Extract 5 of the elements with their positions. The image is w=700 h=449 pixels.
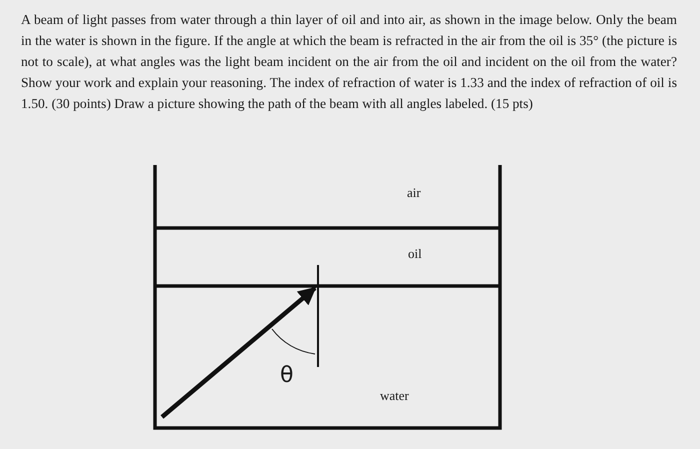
angle-label: θ bbox=[280, 363, 294, 388]
question-text: A beam of light passes from water through a thin layer of oil and into air, as shown in the image below. Only the beam in the water is shown in the figure. If the angle at which the beam is refracted in the air from the oil is 35° (the picture is not to scale), at what angles was the light beam incident on the air from the oil and incident on the oil from the water? Show your work and explain your reasoning. The index of refraction of water is 1.33 and the index of refraction of oil is 1.50. (30 points) Draw a picture showing the path of the beam with all angles labeled. (15 pts) bbox=[21, 11, 677, 113]
medium-label: water bbox=[380, 388, 409, 404]
medium-label: air bbox=[407, 185, 421, 201]
medium-label: oil bbox=[408, 246, 422, 262]
